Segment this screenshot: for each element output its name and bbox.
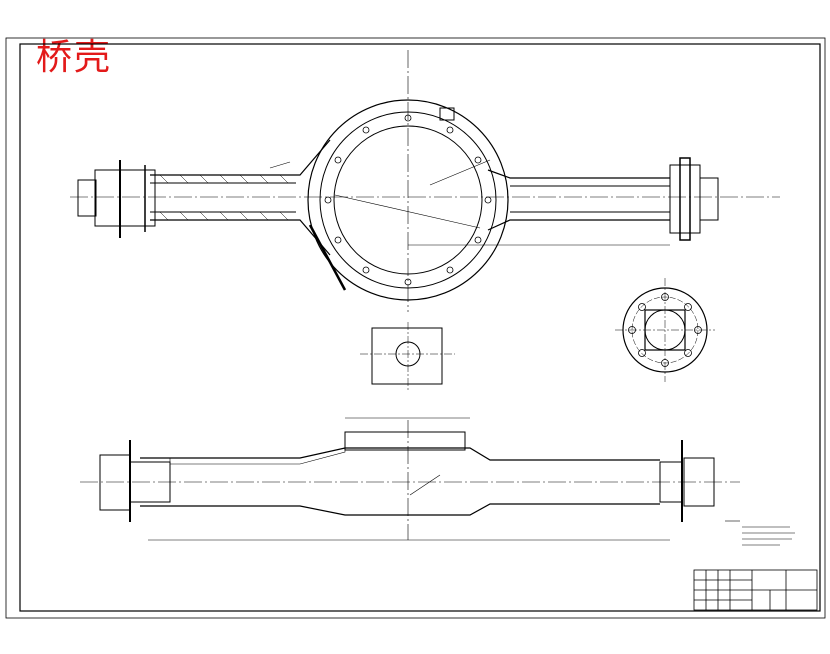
left-arm-inner [150, 182, 296, 213]
leader-line-2 [429, 159, 491, 186]
side-view-left-collar [129, 461, 171, 503]
outer-frame [5, 37, 826, 619]
dimension-arm [269, 161, 291, 169]
left-flange [94, 169, 156, 227]
bolt-holes [324, 114, 492, 286]
side-view-right-spindle [683, 457, 715, 507]
side-view [80, 417, 740, 541]
detail-section-view [360, 322, 455, 390]
side-view-lower-profile [140, 503, 660, 516]
title-block [693, 569, 818, 611]
inner-frame [19, 43, 821, 612]
right-flange-plate [679, 157, 691, 241]
right-spindle [699, 177, 719, 221]
housing-outer-circle [307, 99, 509, 301]
housing-bore-circle [333, 125, 483, 275]
housing-inner-circle [319, 111, 497, 289]
side-view-leader [409, 474, 441, 496]
side-view-left-flange [99, 454, 131, 511]
flange-end-view [615, 278, 715, 382]
side-view-center-boss [344, 431, 466, 451]
detail-section-body [371, 327, 443, 385]
leader-line-1 [334, 194, 481, 229]
top-view [70, 50, 780, 312]
right-arm-outline [487, 169, 670, 231]
left-arm-hatch [159, 174, 347, 291]
left-arm-outline [150, 139, 331, 256]
right-flange [669, 164, 701, 234]
right-arm-inner [510, 185, 670, 213]
top-tab [439, 107, 455, 121]
side-view-hatch-band [169, 447, 346, 465]
left-spindle [77, 179, 97, 217]
technical-notes [725, 520, 795, 546]
